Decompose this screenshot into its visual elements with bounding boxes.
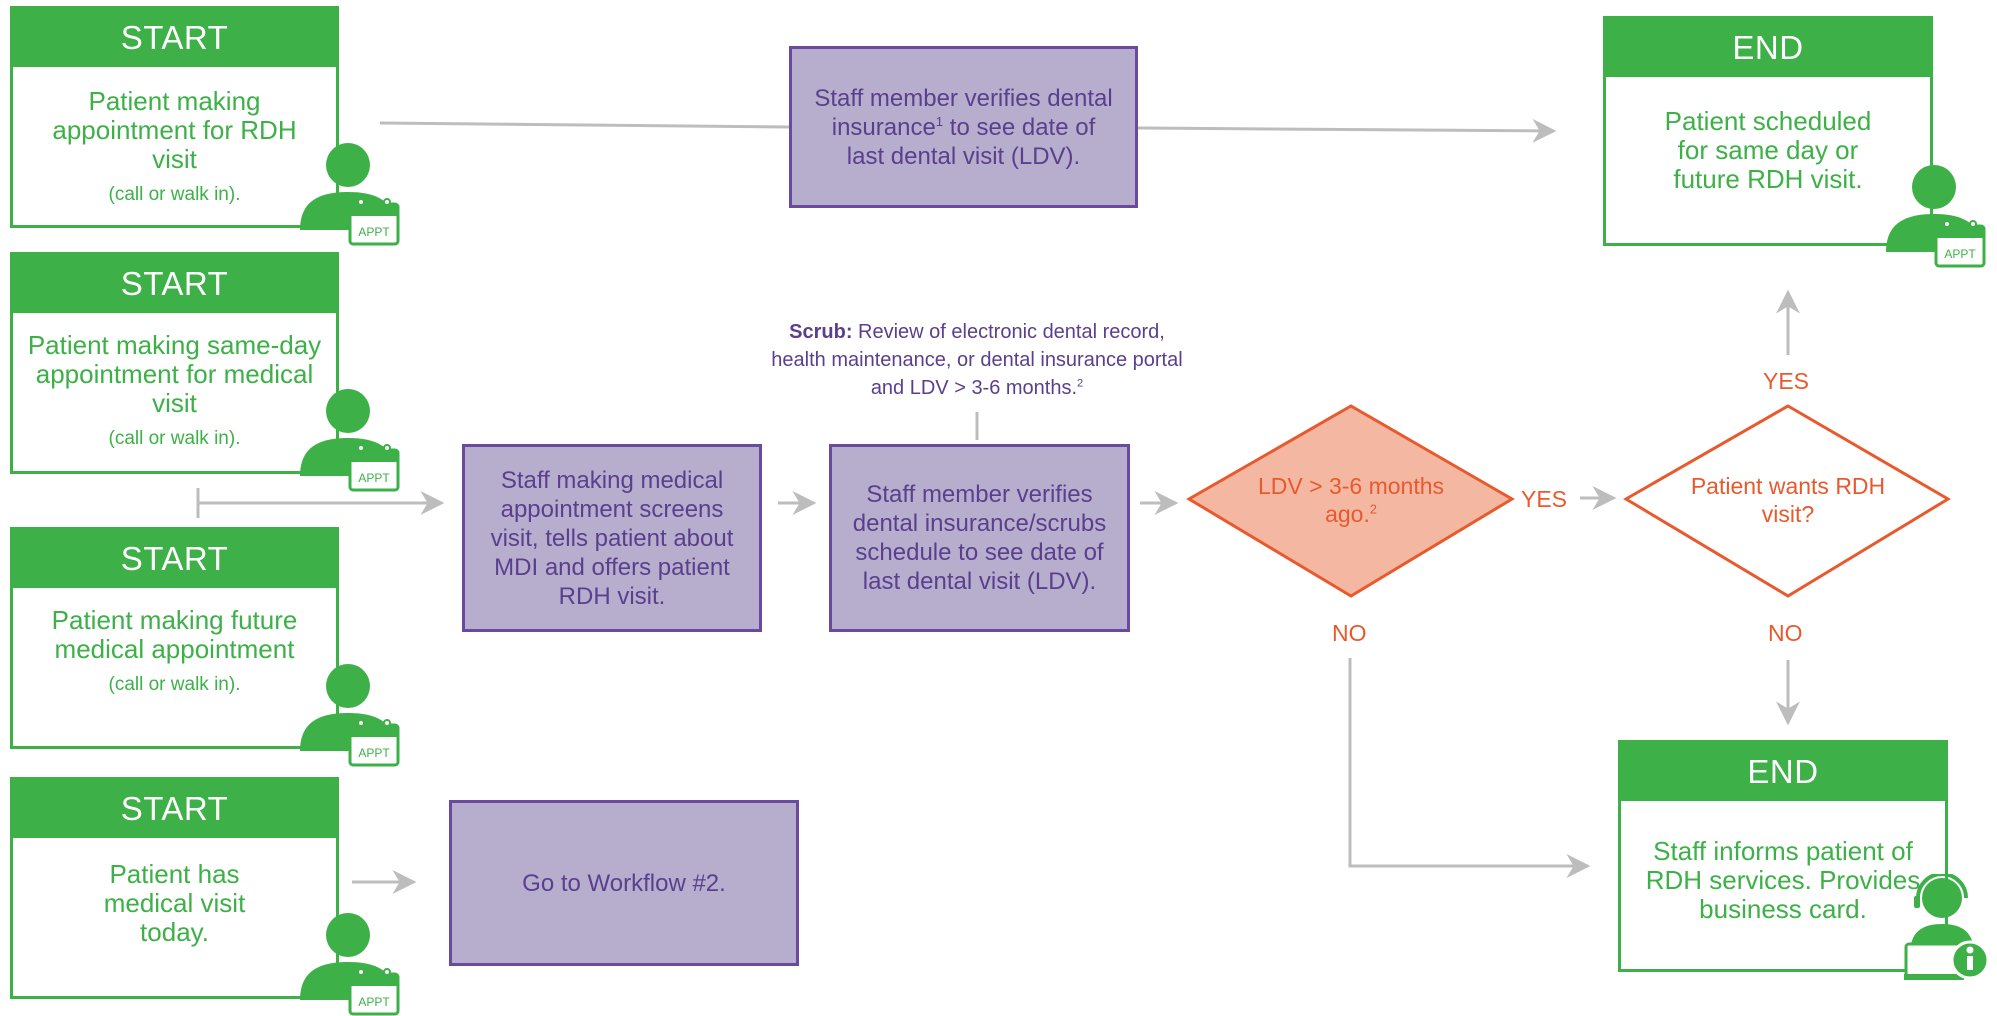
- end-card-informs: END Staff informs patient of RDH service…: [1618, 740, 1948, 972]
- process-go-workflow-2: Go to Workflow #2.: [449, 800, 799, 966]
- person-calendar-icon: APPT: [300, 143, 400, 246]
- start-label: Patient making future medical appointmen…: [51, 605, 298, 664]
- start-header: START: [13, 530, 336, 588]
- start-text: Patient making same-day appointment for …: [13, 313, 336, 453]
- process-text: Staff making medical appointment screens…: [490, 466, 734, 610]
- process-text: Staff member verifies dental insurance/s…: [852, 481, 1107, 595]
- end-header: END: [1621, 743, 1945, 801]
- person-calendar-icon: APPT: [300, 913, 400, 1016]
- start-text: Patient making future medical appointmen…: [13, 588, 336, 699]
- label-no-wants: NO: [1768, 620, 1803, 646]
- end-text: Patient scheduled for same day or future…: [1664, 106, 1872, 194]
- start-card-same-day: START Patient making same-day appointmen…: [10, 252, 339, 474]
- process-screens-visit: Staff making medical appointment screens…: [462, 444, 762, 632]
- person-calendar-icon: APPT: [300, 389, 400, 492]
- arrow-start1-to-verify: [379, 121, 790, 129]
- start-note: (call or walk in).: [108, 674, 241, 695]
- start-header: START: [13, 780, 336, 838]
- end-header: END: [1606, 19, 1930, 77]
- start-note: (call or walk in).: [108, 428, 241, 449]
- start-label: Patient making same-day appointment for …: [27, 330, 322, 418]
- appt-text: APPT: [1944, 247, 1976, 261]
- end-card-scheduled: END Patient scheduled for same day or fu…: [1603, 16, 1933, 246]
- person-calendar-icon: APPT: [1886, 165, 1986, 268]
- label-yes-ldv: YES: [1521, 486, 1568, 512]
- process-text: Staff member verifies dental insurance1 …: [814, 84, 1113, 170]
- start-label: Patient making appointment for RDH visit: [52, 86, 297, 174]
- decision-wants-text: Patient wants RDH visit?: [1690, 473, 1886, 527]
- arrow-ldv-no-to-end2: [1348, 658, 1591, 878]
- label-no-ldv: NO: [1332, 620, 1367, 646]
- end-text: Staff informs patient of RDH services. P…: [1645, 836, 1921, 924]
- scrub-bold: Scrub:: [789, 321, 853, 343]
- start-card-future: START Patient making future medical appo…: [10, 527, 339, 749]
- person-calendar-icon: APPT: [300, 664, 400, 767]
- start-note: (call or walk in).: [108, 184, 241, 205]
- label-yes-wants: YES: [1763, 368, 1810, 394]
- arrow-verify-to-end1: [1137, 118, 1557, 143]
- start-header: START: [13, 255, 336, 313]
- appt-text: APPT: [358, 746, 390, 760]
- process-verify-insurance-mid: Staff member verifies dental insurance/s…: [829, 444, 1130, 632]
- appt-text: APPT: [358, 471, 390, 485]
- start-text: Patient making appointment for RDH visit…: [13, 67, 336, 209]
- start-label: Patient has medical visit today.: [103, 859, 246, 947]
- decision-ldv-text: LDV > 3-6 months ago.2: [1257, 473, 1444, 527]
- process-verify-insurance-top: Staff member verifies dental insurance1 …: [789, 46, 1138, 208]
- start-card-rdh: START Patient making appointment for RDH…: [10, 6, 339, 228]
- start-header: START: [13, 9, 336, 67]
- process-text: Go to Workflow #2.: [522, 869, 726, 897]
- support-agent-icon: [1904, 874, 1990, 980]
- decision-ldv-diamond: [1186, 404, 1515, 598]
- scrub-annotation: Scrub: Review of electronic dental recor…: [771, 321, 1183, 399]
- appt-text: APPT: [358, 995, 390, 1009]
- decision-wants-diamond: [1623, 404, 1951, 598]
- start-text: Patient has medical visit today.: [13, 838, 336, 947]
- appt-text: APPT: [358, 225, 390, 239]
- start-card-today: START Patient has medical visit today.: [10, 777, 339, 999]
